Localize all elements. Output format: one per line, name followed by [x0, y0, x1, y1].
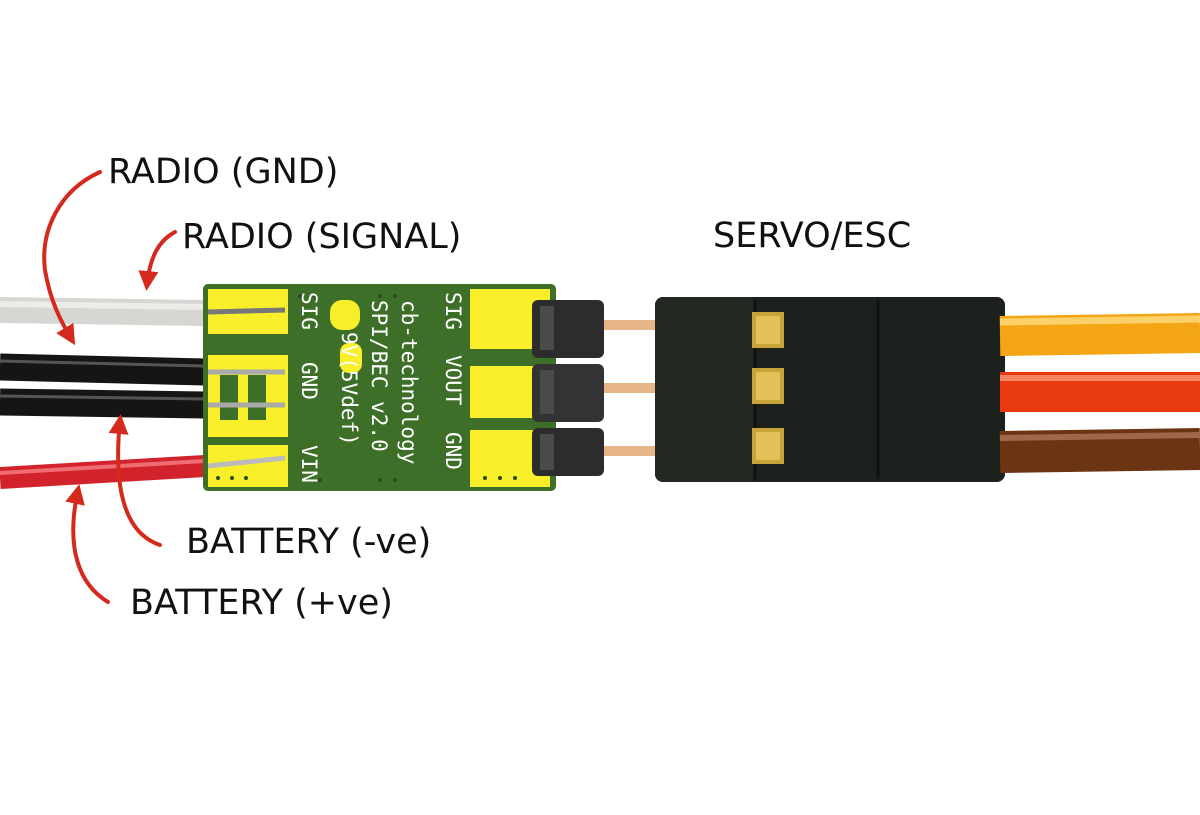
header-pins — [532, 300, 670, 476]
servo-wires — [999, 313, 1200, 473]
pin-label-left-1: SIG — [297, 292, 321, 330]
wire-brown — [999, 428, 1200, 473]
pin-label-left-3: VIN — [297, 445, 321, 483]
bec-board: SIG GND VIN 9V(5Vdef) SPI/BEC v2.0 cb-te… — [203, 284, 556, 491]
board-line-1: cb-technology — [397, 300, 421, 464]
label-battery-neg: BATTERY (-ve) — [186, 522, 432, 562]
wire-orange — [999, 313, 1200, 356]
wire-black-radio-gnd — [0, 353, 206, 386]
left-wires — [0, 297, 206, 489]
pin-label-right-3: GND — [441, 432, 465, 470]
pin-label-left-2: GND — [297, 362, 321, 400]
pcb — [203, 284, 556, 491]
servo-connector — [655, 297, 1005, 482]
arrow-radio-signal — [138, 230, 177, 291]
wire-black-battery-neg — [0, 388, 206, 419]
board-line-2: SPI/BEC v2.0 — [367, 300, 391, 452]
wire-white-radio-signal — [0, 297, 206, 326]
wire-red-battery-pos — [0, 455, 206, 489]
arrow-battery-neg — [108, 414, 162, 547]
arrow-battery-pos — [65, 484, 110, 604]
pin-label-right-1: SIG — [441, 292, 465, 330]
solder-jumper-pad — [330, 300, 360, 330]
label-radio-signal: RADIO (SIGNAL) — [182, 217, 462, 257]
label-radio-gnd: RADIO (GND) — [108, 152, 339, 192]
solder-jumper-pad-2 — [340, 343, 362, 373]
pin-label-right-2: VOUT — [441, 355, 465, 406]
arrow-radio-gnd — [42, 170, 102, 346]
label-battery-pos: BATTERY (+ve) — [130, 583, 393, 623]
board-line-3: 9V(5Vdef) — [337, 332, 361, 446]
label-servo-esc: SERVO/ESC — [713, 216, 912, 256]
